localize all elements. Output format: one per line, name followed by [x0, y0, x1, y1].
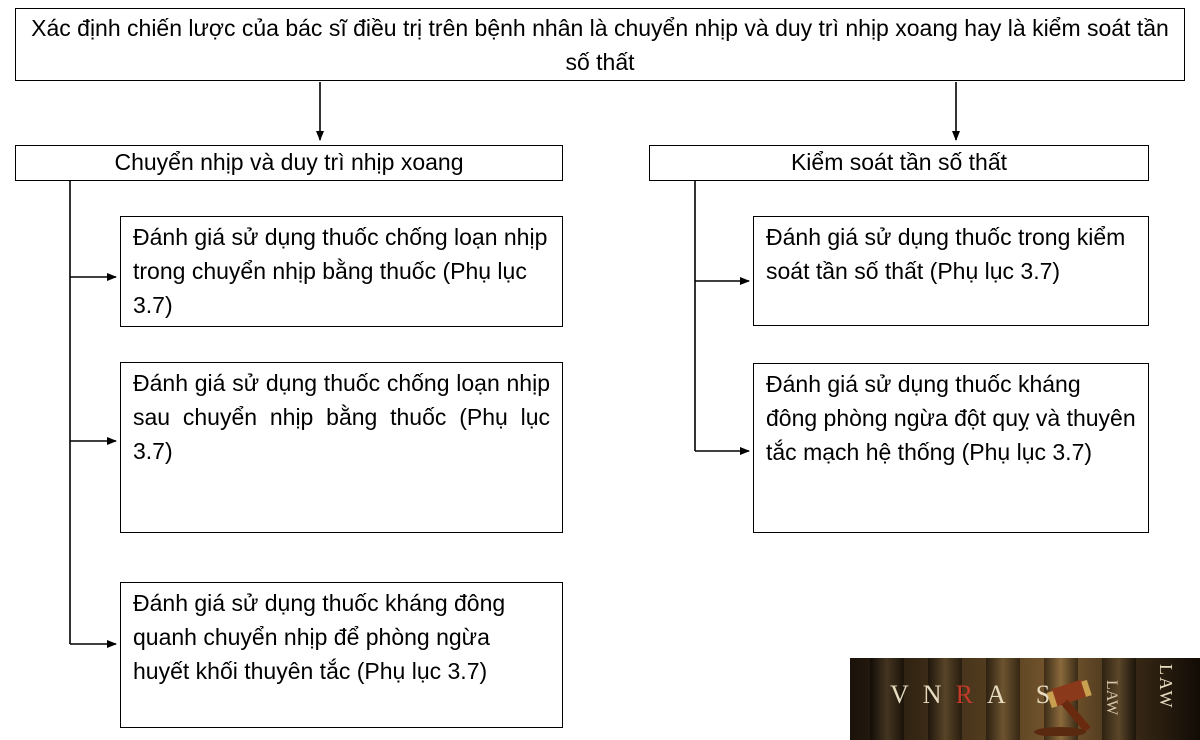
gavel-icon [1034, 679, 1092, 736]
left-item-2-text: Đánh giá sử dụng thuốc chống loạn nhịp s… [133, 370, 550, 464]
watermark-logo: VNRAS LAW LAW [850, 658, 1200, 740]
watermark-side-text-2: LAW [1156, 664, 1176, 710]
right-item-1: Đánh giá sử dụng thuốc trong kiểm soát t… [753, 216, 1149, 326]
right-item-1-text: Đánh giá sử dụng thuốc trong kiểm soát t… [766, 224, 1126, 284]
watermark-side-text: LAW [1103, 680, 1120, 716]
right-item-2-text: Đánh giá sử dụng thuốc kháng đông phòng … [766, 371, 1136, 465]
left-item-1: Đánh giá sử dụng thuốc chống loạn nhịp t… [120, 216, 563, 327]
rhythm-control-header-text: Chuyển nhịp và duy trì nhịp xoang [114, 149, 464, 175]
strategy-decision-box: Xác định chiến lược của bác sĩ điều trị … [15, 8, 1185, 81]
strategy-decision-text: Xác định chiến lược của bác sĩ điều trị … [31, 15, 1169, 75]
right-item-2: Đánh giá sử dụng thuốc kháng đông phòng … [753, 363, 1149, 533]
watermark-letters: VNRAS [890, 680, 1050, 709]
rate-control-header: Kiểm soát tần số thất [649, 145, 1149, 181]
rate-control-header-text: Kiểm soát tần số thất [790, 149, 1008, 175]
left-item-2: Đánh giá sử dụng thuốc chống loạn nhịp s… [120, 362, 563, 533]
rhythm-control-header: Chuyển nhịp và duy trì nhịp xoang [15, 145, 563, 181]
left-item-3-text: Đánh giá sử dụng thuốc kháng đông quanh … [133, 590, 506, 684]
left-item-1-text: Đánh giá sử dụng thuốc chống loạn nhịp t… [133, 224, 548, 318]
left-item-3: Đánh giá sử dụng thuốc kháng đông quanh … [120, 582, 563, 728]
